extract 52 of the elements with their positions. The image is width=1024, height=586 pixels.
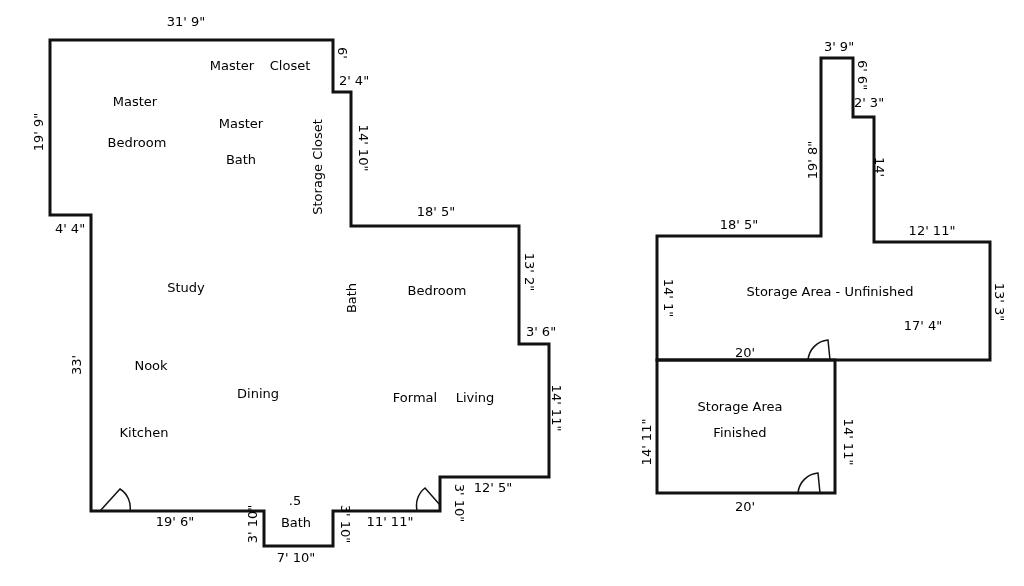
room-label: Living [455,390,495,404]
dimension-label: 2' 3" [853,95,885,109]
room-label: Storage Closet [310,119,324,215]
dimension-label: 14' 11" [639,418,653,466]
dimension-label: 18' 5" [719,217,759,231]
dimension-label: 18' 5" [416,204,456,218]
dimension-label: 12' 5" [473,480,513,494]
room-label: Finished [713,425,767,439]
dimension-label: 4' 4" [54,221,86,235]
dimension-label: 19' 8" [805,140,819,180]
dimension-label: 14' 11" [549,384,563,432]
dimension-label: 13' 3" [992,282,1006,322]
room-label: Storage Area - Unfinished [746,284,914,298]
dimension-label: 33' [69,354,83,376]
dimension-label: 3' 6" [525,324,557,338]
room-label: Bath [344,282,358,314]
dimension-label: 3' 9" [823,39,855,53]
dimension-label: 3' 10" [452,483,466,523]
room-label: Formal [392,390,438,404]
dimension-label: 11' 11" [366,514,414,528]
dimension-label: 12' 11" [908,223,956,237]
dimension-label: 6' [335,47,349,59]
dimension-label: 14' [872,156,886,178]
dimension-label: 14' 11" [841,418,855,466]
room-label: Bath [225,152,257,166]
dimension-label: 31' 9" [166,14,206,28]
room-label: Storage Area [697,399,783,413]
dimension-label: 3' 10" [245,504,259,544]
dimension-label: 17' 4" [903,318,943,332]
dimension-label: 13' 2" [522,252,536,292]
dimension-label: 14' 10" [356,124,370,172]
room-label: .5 [288,493,302,507]
dimension-label: 19' 6" [155,514,195,528]
room-label: Master [112,94,158,108]
dimension-label: 7' 10" [276,550,316,564]
dimension-label: 6' 6" [855,59,869,91]
room-label: Master [218,116,264,130]
room-label: Bedroom [107,135,167,149]
dimension-label: 14' 1" [661,278,675,318]
dimension-label: 2' 4" [338,73,370,87]
dimension-label: 20' [734,345,756,359]
room-label: Bath [280,515,312,529]
room-label: Nook [134,358,168,372]
dimension-label: 20' [734,499,756,513]
dimension-label: 19' 9" [31,112,45,152]
room-label: Master [209,58,255,72]
room-label: Study [167,280,205,294]
room-label: Kitchen [119,425,169,439]
room-label: Dining [237,386,279,400]
room-label: Bedroom [407,283,467,297]
room-label: Closet [269,58,311,72]
dimension-label: 3' 10" [338,504,352,544]
